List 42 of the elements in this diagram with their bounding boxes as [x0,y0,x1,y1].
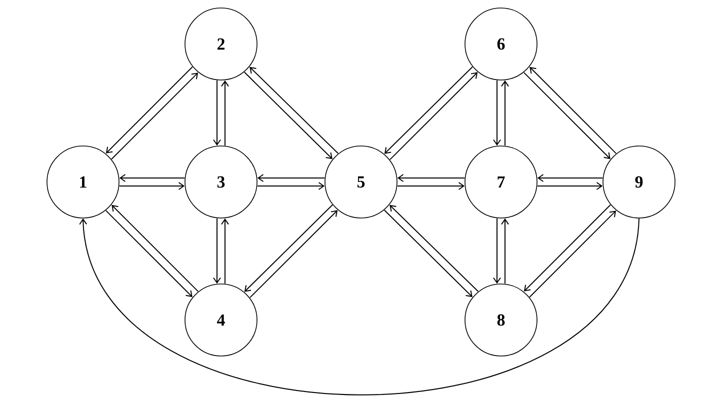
circle-node: 4 [184,284,258,356]
arrow [390,72,478,160]
arrow [396,182,465,190]
circle-node: 1 [46,146,120,218]
arrow [111,72,198,160]
arrow [523,72,610,160]
arrow [536,182,603,190]
arrow [105,210,192,298]
arrow [390,204,479,292]
arrow [501,218,509,284]
circle-node: 9 [602,146,676,218]
arrow [244,204,333,292]
arrow [537,174,604,182]
arrow [256,182,325,190]
arrow [493,80,501,146]
arrow [119,174,186,182]
arrow [250,66,339,154]
arrow [529,210,616,298]
circle-node: 6 [464,8,538,80]
arrow [257,174,326,182]
arrow [213,218,221,284]
arrow [221,80,229,146]
arrow [244,72,332,160]
arrow [384,66,473,154]
circle-node: 7 [464,146,538,218]
circle-node: 3 [184,146,258,218]
circle-node: 2 [184,8,258,80]
arrow [501,80,509,146]
arrow [530,66,617,154]
arrow [397,174,466,182]
arrow [213,80,221,146]
arrow [118,182,185,190]
arrow [79,218,640,396]
arrow [493,218,501,284]
circle-node: 5 [324,146,398,218]
arrow [112,204,199,292]
arrow [384,210,472,298]
arrow [250,210,338,298]
circle-node: 8 [464,284,538,356]
arrow [106,66,193,154]
arrow [221,218,229,284]
arrow [524,204,611,292]
